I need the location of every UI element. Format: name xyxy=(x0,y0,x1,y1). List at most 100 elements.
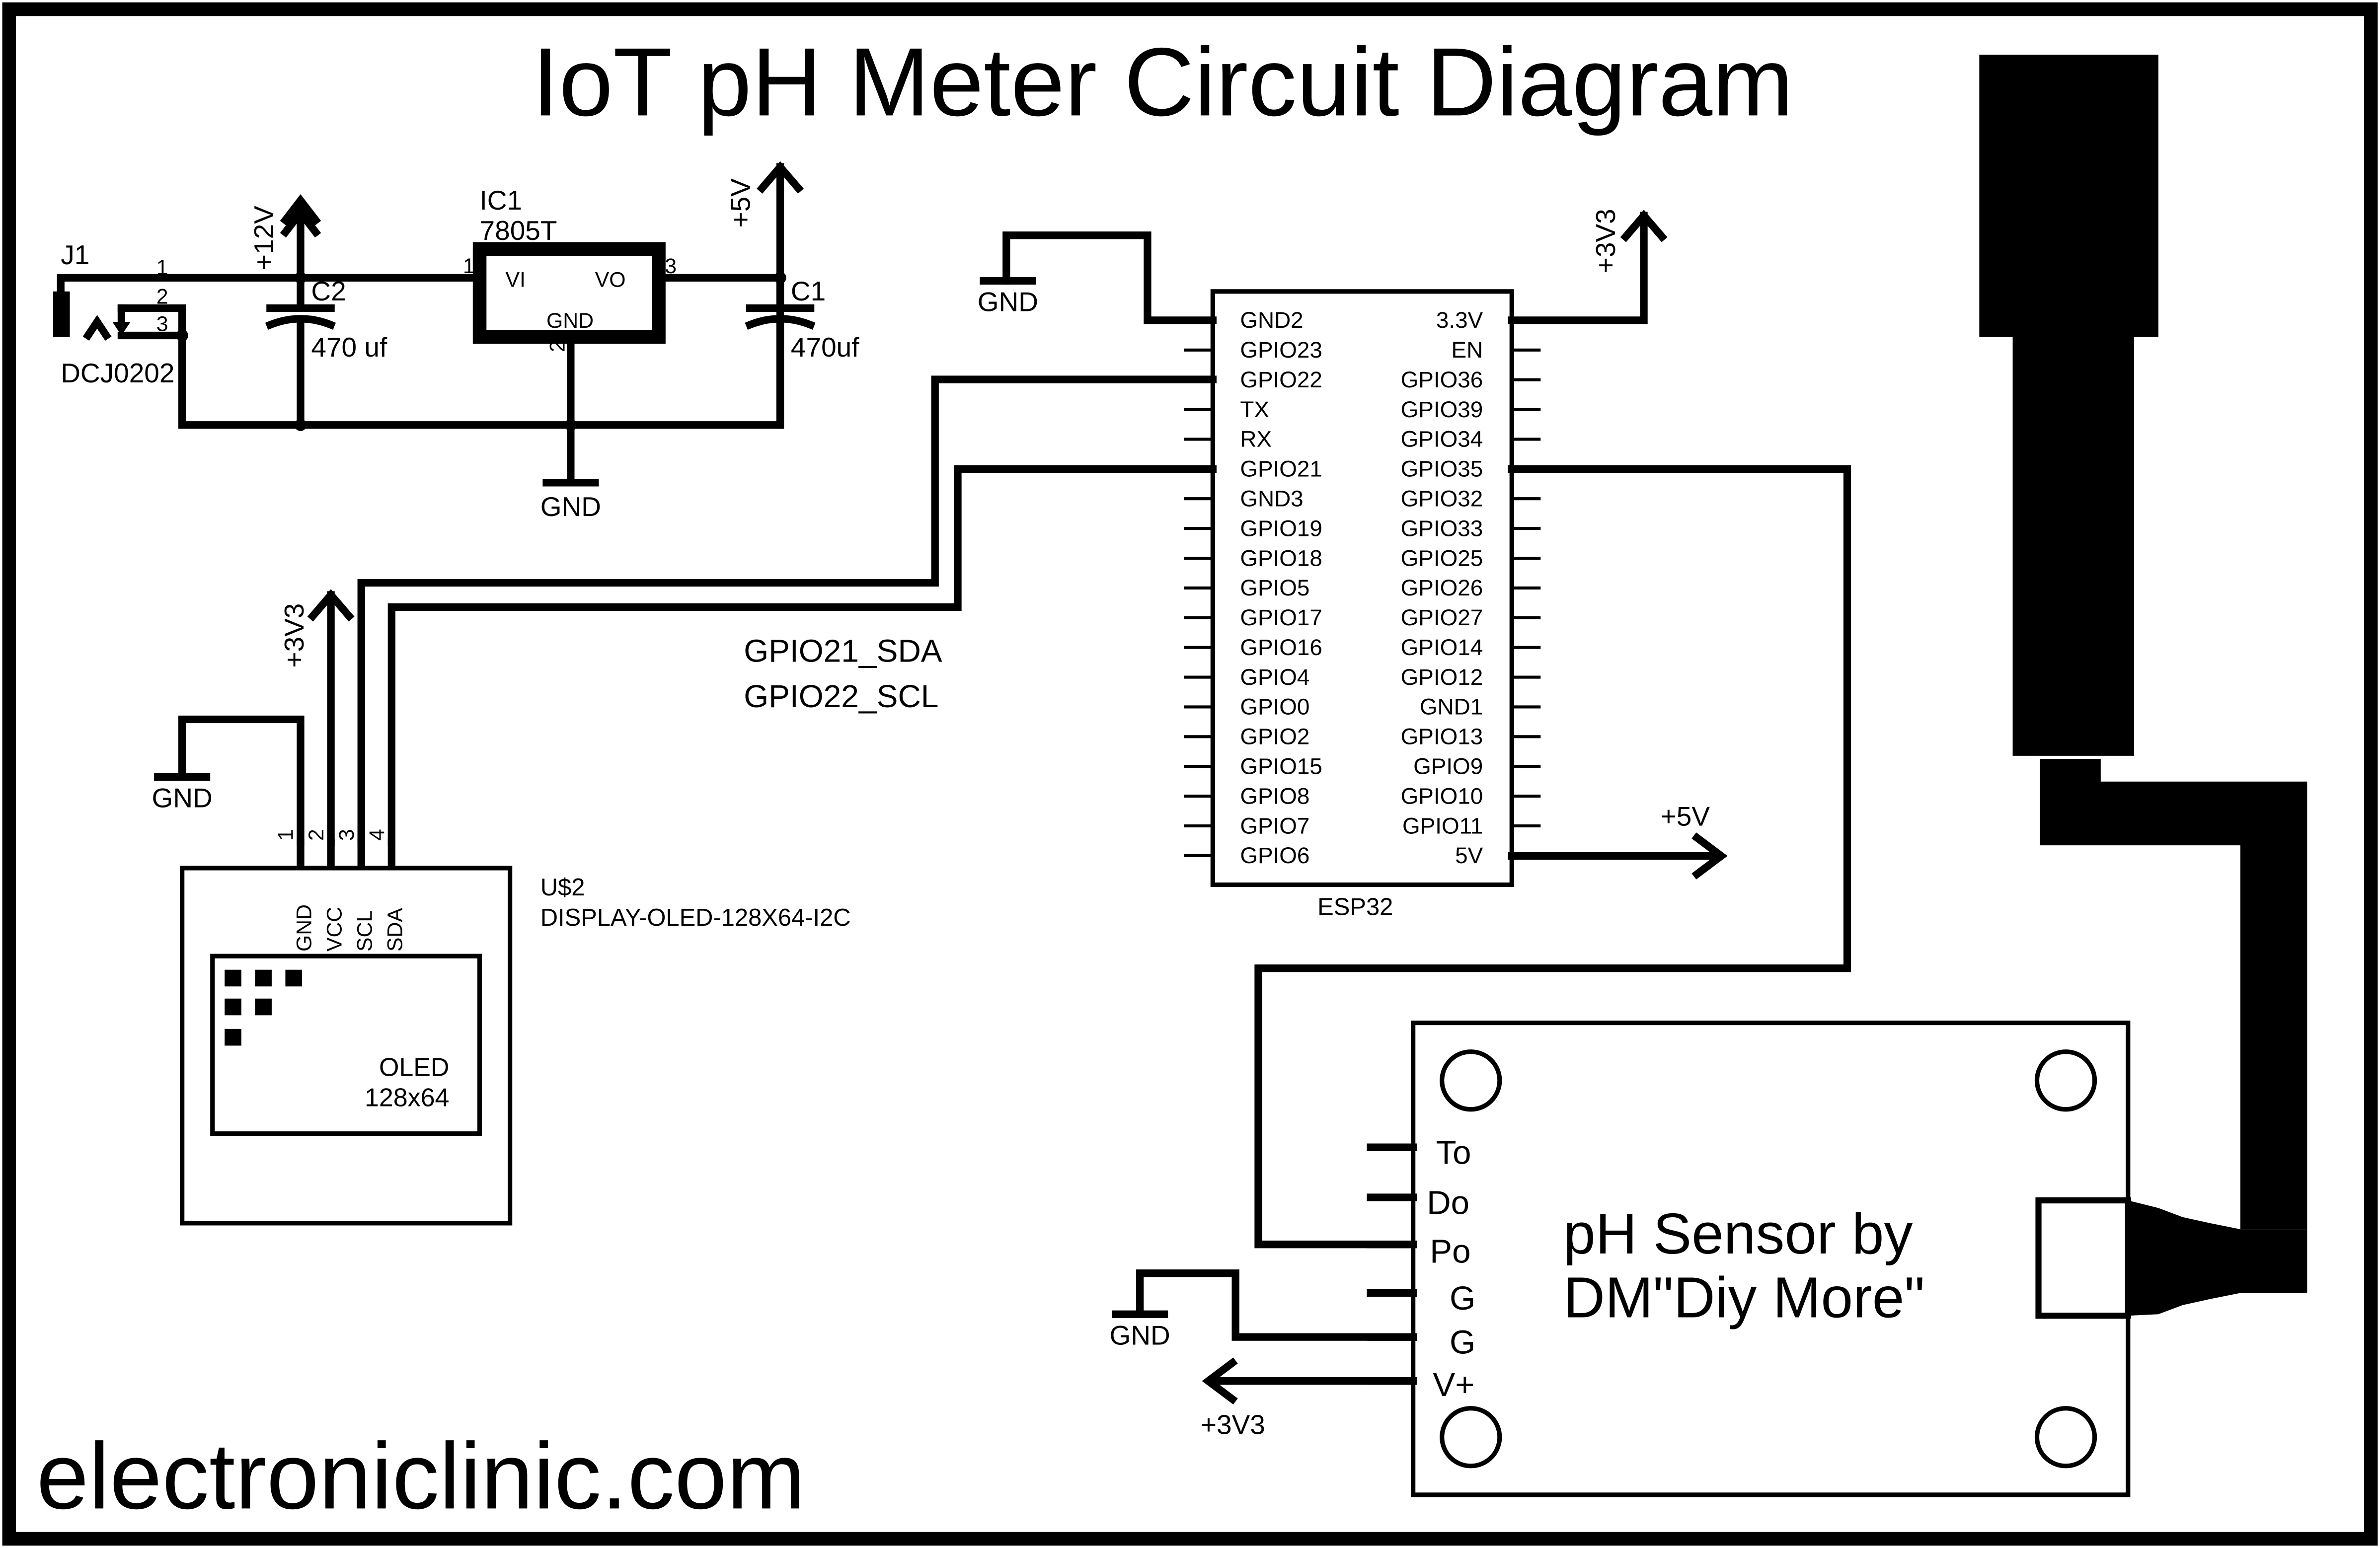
gnd-label-regulator: GND xyxy=(540,491,601,522)
esp32-pin-gpio27: GPIO27 xyxy=(1401,605,1483,630)
esp32-pin-gpio32: GPIO32 xyxy=(1401,486,1483,512)
probe-cable xyxy=(2040,758,2307,1230)
oled-screen-size: 128x64 xyxy=(365,1084,449,1112)
wire-gpio22-scl xyxy=(357,375,1217,846)
esp32-pin-gpio5: GPIO5 xyxy=(1240,575,1309,600)
esp32-pin-en: EN xyxy=(1452,337,1483,363)
jack-pin-1: 1 xyxy=(156,256,168,280)
esp32-pin-gnd1: GND1 xyxy=(1420,694,1483,720)
capacitor-c2 xyxy=(265,274,336,429)
svg-text:2: 2 xyxy=(305,829,328,841)
dc-jack-symbol xyxy=(53,291,70,337)
esp32-pin-33v: 3.3V xyxy=(1436,307,1483,333)
ic1-part: 7805T xyxy=(480,215,557,246)
oled-pin-gnd: GND xyxy=(292,904,316,952)
esp32-pin-gpio11: GPIO11 xyxy=(1402,813,1483,838)
ic1-vo: VO xyxy=(595,268,626,292)
esp32-pin-rx: RX xyxy=(1240,427,1272,452)
svg-text:3: 3 xyxy=(665,254,677,278)
svg-text:2: 2 xyxy=(546,340,570,352)
esp32-pin-gpio12: GPIO12 xyxy=(1401,664,1483,690)
esp32-pin-gnd3: GND3 xyxy=(1240,486,1303,512)
esp32-pin-gpio0: GPIO0 xyxy=(1240,694,1309,720)
esp32-pin-gpio19: GPIO19 xyxy=(1240,516,1322,541)
ph-sensor-board: To Do Po G G V+ pH Sensor by DM"Diy More… xyxy=(1110,1021,2131,1497)
esp-5v-label: +5V xyxy=(1661,801,1710,831)
wire-esp-3v3 xyxy=(1508,210,1668,324)
esp32-pin-gpio15: GPIO15 xyxy=(1240,754,1322,779)
mount-hole-br xyxy=(2034,1406,2097,1469)
esp32-pin-gpio23: GPIO23 xyxy=(1240,337,1322,363)
svg-text:1: 1 xyxy=(463,254,475,278)
esp32-label: ESP32 xyxy=(1317,894,1393,921)
esp32-body xyxy=(1210,289,1514,887)
gnd-label-esp: GND xyxy=(978,287,1038,317)
esp32-pin-gpio2: GPIO2 xyxy=(1240,724,1309,749)
esp32-pin-gpio10: GPIO10 xyxy=(1401,783,1483,809)
esp32-pin-gpio17: GPIO17 xyxy=(1240,605,1322,630)
plus5v-label: +5V xyxy=(725,178,756,228)
esp32-pin-gpio36: GPIO36 xyxy=(1401,367,1483,392)
oled-screen-label: OLED xyxy=(379,1053,449,1082)
ph-probe xyxy=(1979,55,2307,1319)
esp32-pin-gpio7: GPIO7 xyxy=(1240,813,1309,838)
esp32-pin-gpio4: GPIO4 xyxy=(1240,664,1309,690)
jack-pin-3: 3 xyxy=(156,312,168,336)
svg-text:1: 1 xyxy=(274,829,298,841)
esp32-pin-5v: 5V xyxy=(1455,843,1483,868)
esp32-pin-gpio33: GPIO33 xyxy=(1401,516,1483,541)
esp32-pin-gpio39: GPIO39 xyxy=(1401,397,1483,422)
jack-switch-symbol xyxy=(82,315,112,341)
scl-net-label: GPIO22_SCL xyxy=(744,678,938,714)
capacitor-c1 xyxy=(745,274,816,429)
plus5v-symbol xyxy=(757,161,804,282)
ph-pin-vplus: V+ xyxy=(1433,1366,1474,1403)
esp32-pin-gpio8: GPIO8 xyxy=(1240,783,1309,809)
jack-ref: J1 xyxy=(61,239,89,270)
oled-ref: U$2 xyxy=(540,874,585,901)
esp32-pin-gpio9: GPIO9 xyxy=(1413,754,1483,779)
esp32-pin-gpio34: GPIO34 xyxy=(1401,427,1483,452)
c2-value: 470 uf xyxy=(311,332,387,363)
oled-pin-sda: SDA xyxy=(384,908,407,952)
jack-part: DCJ0202 xyxy=(61,358,174,388)
mount-hole-tr xyxy=(2034,1049,2097,1112)
ph-sensor-title-2: DM"Diy More" xyxy=(1563,1265,1924,1329)
ic1-gnd: GND xyxy=(546,309,594,333)
bnc-plug xyxy=(2128,1200,2307,1316)
ph-3v3-label: +3V3 xyxy=(1201,1409,1265,1440)
oled-pin-scl: SCL xyxy=(353,910,377,952)
website-footer: electroniclinic.com xyxy=(36,1424,805,1529)
gnd-label-ph: GND xyxy=(1110,1320,1170,1350)
oled-pin-vcc: VCC xyxy=(322,907,346,952)
esp32-pin-gpio14: GPIO14 xyxy=(1401,635,1483,660)
ph-pin-g1: G xyxy=(1450,1280,1475,1317)
oled-pixel-pattern xyxy=(225,969,303,1046)
probe-body xyxy=(2012,331,2135,756)
wire-regulator-out xyxy=(567,274,784,487)
probe-cap xyxy=(1979,55,2158,337)
svg-text:4: 4 xyxy=(365,829,389,841)
power-supply-section: J1 DCJ0202 1 2 3 +12V C2 470 uf IC1 7805… xyxy=(53,161,859,522)
wire-oled-gnd xyxy=(178,715,305,846)
oled-part: DISPLAY-OLED-128X64-I2C xyxy=(540,904,851,931)
plus12v-label: +12V xyxy=(248,206,279,270)
plus12v-symbol xyxy=(280,194,321,282)
wire-esp-5v xyxy=(1508,832,1728,880)
oled-3v3-label: +3V3 xyxy=(279,603,309,668)
ph-pin-g2: G xyxy=(1450,1324,1475,1361)
esp32-pin-gpio18: GPIO18 xyxy=(1240,545,1322,571)
wire-ph-3v3 xyxy=(1202,1357,1417,1405)
mount-hole-tl xyxy=(1440,1049,1502,1112)
esp32-pin-gpio13: GPIO13 xyxy=(1401,724,1483,749)
mount-hole-bl xyxy=(1440,1406,1502,1469)
wire-esp-gnd xyxy=(1002,231,1217,324)
esp32-pin-gpio21: GPIO21 xyxy=(1240,456,1322,482)
ic1-ref: IC1 xyxy=(480,185,523,216)
c1-value: 470uf xyxy=(791,332,859,363)
bnc-connector xyxy=(2035,1197,2131,1319)
jack-pin-2: 2 xyxy=(156,285,168,308)
esp32-pin-gpio6: GPIO6 xyxy=(1240,843,1309,868)
wire-ph-gnd xyxy=(1136,1269,1417,1341)
